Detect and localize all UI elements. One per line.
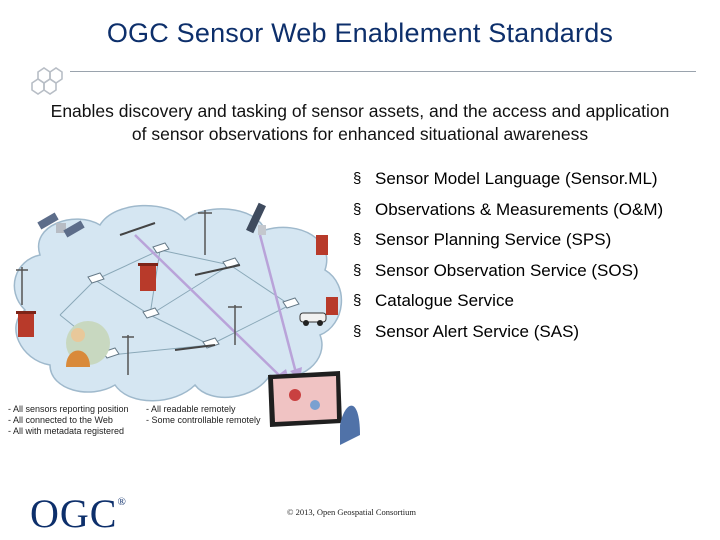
building-icon bbox=[316, 235, 328, 255]
building-icon bbox=[16, 311, 36, 337]
data-flow-arrows bbox=[134, 234, 298, 379]
satellite-icon bbox=[246, 202, 266, 235]
subtitle-line-2: of sensor observations for enhanced situ… bbox=[131, 124, 589, 144]
sensor-notes-right: - All readable remotely - Some controlla… bbox=[146, 404, 261, 425]
subtitle-line-1: Enables discovery and tasking of sensor … bbox=[50, 101, 670, 121]
monitor-icon bbox=[268, 371, 360, 445]
building-icon bbox=[138, 263, 158, 291]
person-icon bbox=[66, 321, 110, 367]
slide-subtitle: Enables discovery and tasking of sensor … bbox=[0, 100, 720, 146]
list-item: §Sensor Planning Service (SPS) bbox=[353, 230, 612, 250]
slide-title: OGC Sensor Web Enablement Standards bbox=[106, 18, 614, 48]
bridge-icon bbox=[119, 222, 241, 351]
list-item: §Sensor Observation Service (SOS) bbox=[353, 260, 639, 280]
list-item: §Catalogue Service bbox=[353, 291, 514, 311]
weather-station-icon bbox=[16, 210, 242, 375]
building-icon bbox=[326, 297, 338, 315]
copyright-text: © 2013, Open Geospatial Consortium bbox=[287, 507, 416, 517]
sensor-web-illustration bbox=[13, 202, 360, 445]
sensor-notes-left: - All sensors reporting position - All c… bbox=[8, 404, 129, 436]
standards-list: §Sensor Model Language (Sensor.ML) §Obse… bbox=[353, 169, 663, 353]
list-item: §Sensor Model Language (Sensor.ML) bbox=[353, 169, 658, 188]
satellite-icon bbox=[37, 212, 85, 238]
ogc-logo: OGC® bbox=[30, 491, 127, 536]
car-icon bbox=[299, 312, 327, 326]
list-item: §Observations & Measurements (O&M) bbox=[353, 199, 664, 219]
title-divider bbox=[70, 71, 696, 72]
list-item: §Sensor Alert Service (SAS) bbox=[353, 321, 580, 341]
hexagon-logo-icon bbox=[31, 67, 63, 95]
